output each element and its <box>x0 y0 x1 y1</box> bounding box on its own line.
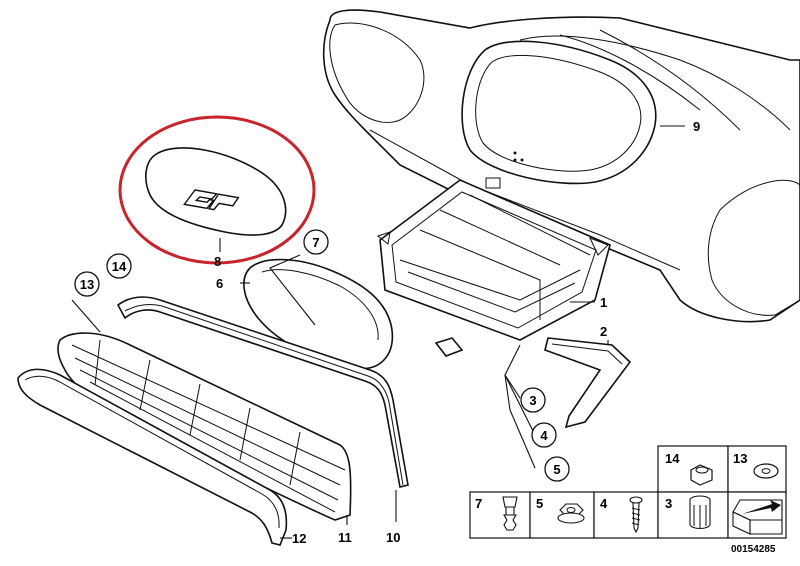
part-1-storage-tray <box>376 177 611 341</box>
callout-2: 2 <box>600 324 607 339</box>
part-10-seal <box>116 296 409 488</box>
part-8-gp-badge <box>145 147 287 236</box>
part-9-window-frame <box>461 40 657 185</box>
screw-icon <box>629 496 643 534</box>
fastener-legend: 14 13 7 5 4 3 <box>469 445 787 539</box>
callout-13: 13 <box>80 277 94 292</box>
callout-10: 10 <box>386 530 400 545</box>
legend-4: 4 <box>600 496 608 511</box>
callout-4: 4 <box>540 428 548 443</box>
callout-9: 9 <box>693 119 700 134</box>
small-pad <box>434 337 464 357</box>
callout-8: 8 <box>214 254 221 269</box>
reference-number: 00154285 <box>731 544 776 555</box>
callout-7: 7 <box>312 235 319 250</box>
callout-6: 6 <box>216 276 223 291</box>
callout-1: 1 <box>600 295 607 310</box>
part-6-cover <box>243 258 394 370</box>
nut-icon <box>690 464 713 486</box>
catalog-arrow-icon <box>732 499 783 535</box>
legend-7: 7 <box>475 496 482 511</box>
highlight-circle <box>118 115 316 265</box>
legend-3: 3 <box>665 496 672 511</box>
legend-14: 14 <box>665 451 680 466</box>
callout-14: 14 <box>112 259 127 274</box>
gp-logo <box>183 189 240 211</box>
part-12-trim <box>17 368 288 546</box>
clip-icon <box>502 496 518 531</box>
expansion-nut-icon <box>689 495 711 530</box>
legend-13: 13 <box>733 451 747 466</box>
part-11-grille <box>57 332 352 521</box>
callout-3: 3 <box>529 393 536 408</box>
legend-5: 5 <box>536 496 543 511</box>
callout-11: 11 <box>338 530 352 545</box>
callout-5: 5 <box>553 462 560 477</box>
callout-12: 12 <box>292 531 306 546</box>
part-2-bracket <box>544 337 632 429</box>
washer-icon <box>753 463 779 479</box>
flange-nut-icon <box>557 503 585 524</box>
